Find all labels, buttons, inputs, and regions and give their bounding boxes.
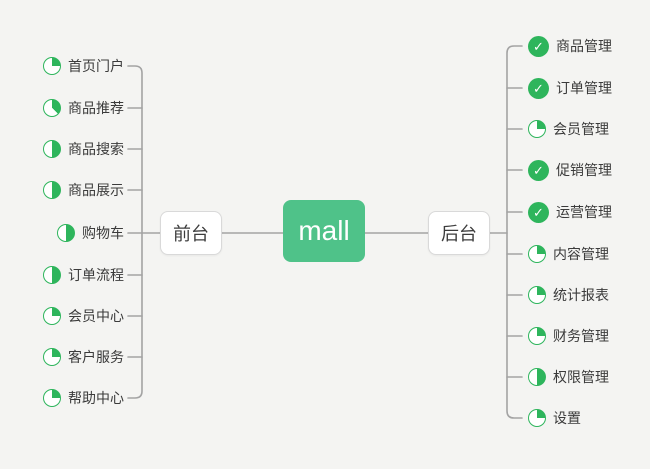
branch-node-back[interactable]: 后台 [428,211,490,255]
leaf-label: 购物车 [82,225,124,241]
leaf-node-content-mgmt[interactable]: 内容管理 [528,242,609,266]
progress-pie-icon [528,409,546,427]
root-node[interactable]: mall [283,200,365,262]
progress-pie-icon [43,389,61,407]
leaf-node-member-center[interactable]: 会员中心 [0,304,124,328]
leaf-node-customer-service[interactable]: 客户服务 [0,345,124,369]
leaf-label: 会员中心 [68,308,124,324]
progress-pie-icon [43,181,61,199]
leaf-node-finance-mgmt[interactable]: 财务管理 [528,324,609,348]
leaf-node-settings[interactable]: 设置 [528,406,581,430]
leaf-label: 会员管理 [553,121,609,137]
branch-label: 前台 [173,224,209,244]
leaf-label: 订单流程 [68,267,124,283]
progress-pie-icon [528,286,546,304]
leaf-label: 统计报表 [553,287,609,303]
leaf-label: 商品搜索 [68,141,124,157]
leaf-label: 商品推荐 [68,100,124,116]
progress-pie-icon [528,368,546,386]
leaf-node-cart[interactable]: 购物车 [0,221,124,245]
leaf-node-order-flow[interactable]: 订单流程 [0,263,124,287]
progress-pie-icon: ✓ [528,77,549,99]
leaf-node-home-portal[interactable]: 首页门户 [0,54,124,78]
leaf-node-product-recommend[interactable]: 商品推荐 [0,96,124,120]
leaf-label: 商品管理 [556,38,612,54]
progress-pie-icon [43,348,61,366]
branch-label: 后台 [441,224,477,244]
leaf-label: 运营管理 [556,204,612,220]
leaf-label: 内容管理 [553,246,609,262]
progress-pie-icon [528,120,546,138]
leaf-node-member-mgmt[interactable]: 会员管理 [528,117,609,141]
leaf-node-order-mgmt[interactable]: ✓ 订单管理 [528,76,612,100]
progress-pie-icon [43,57,61,75]
leaf-label: 首页门户 [68,58,124,74]
progress-pie-icon [528,245,546,263]
leaf-node-product-display[interactable]: 商品展示 [0,178,124,202]
progress-pie-icon [43,307,61,325]
leaf-label: 商品展示 [68,182,124,198]
progress-pie-icon [43,266,61,284]
progress-pie-icon [43,99,61,117]
leaf-node-operation-mgmt[interactable]: ✓ 运营管理 [528,200,612,224]
progress-pie-icon: ✓ [528,201,549,223]
leaf-node-permission-mgmt[interactable]: 权限管理 [528,365,609,389]
progress-pie-icon [57,224,75,242]
leaf-node-promotion-mgmt[interactable]: ✓ 促销管理 [528,158,612,182]
leaf-label: 帮助中心 [68,390,124,406]
progress-pie-icon [528,327,546,345]
progress-pie-icon: ✓ [528,159,549,181]
branch-node-front[interactable]: 前台 [160,211,222,255]
leaf-node-product-mgmt[interactable]: ✓ 商品管理 [528,34,612,58]
leaf-label: 权限管理 [553,369,609,385]
leaf-label: 财务管理 [553,328,609,344]
root-label: mall [298,215,350,246]
leaf-node-statistics-report[interactable]: 统计报表 [528,283,609,307]
progress-pie-icon: ✓ [528,35,549,57]
leaf-label: 促销管理 [556,162,612,178]
leaf-label: 客户服务 [68,349,124,365]
leaf-node-product-search[interactable]: 商品搜索 [0,137,124,161]
leaf-label: 订单管理 [556,80,612,96]
leaf-node-help-center[interactable]: 帮助中心 [0,386,124,410]
progress-pie-icon [43,140,61,158]
leaf-label: 设置 [553,410,581,426]
